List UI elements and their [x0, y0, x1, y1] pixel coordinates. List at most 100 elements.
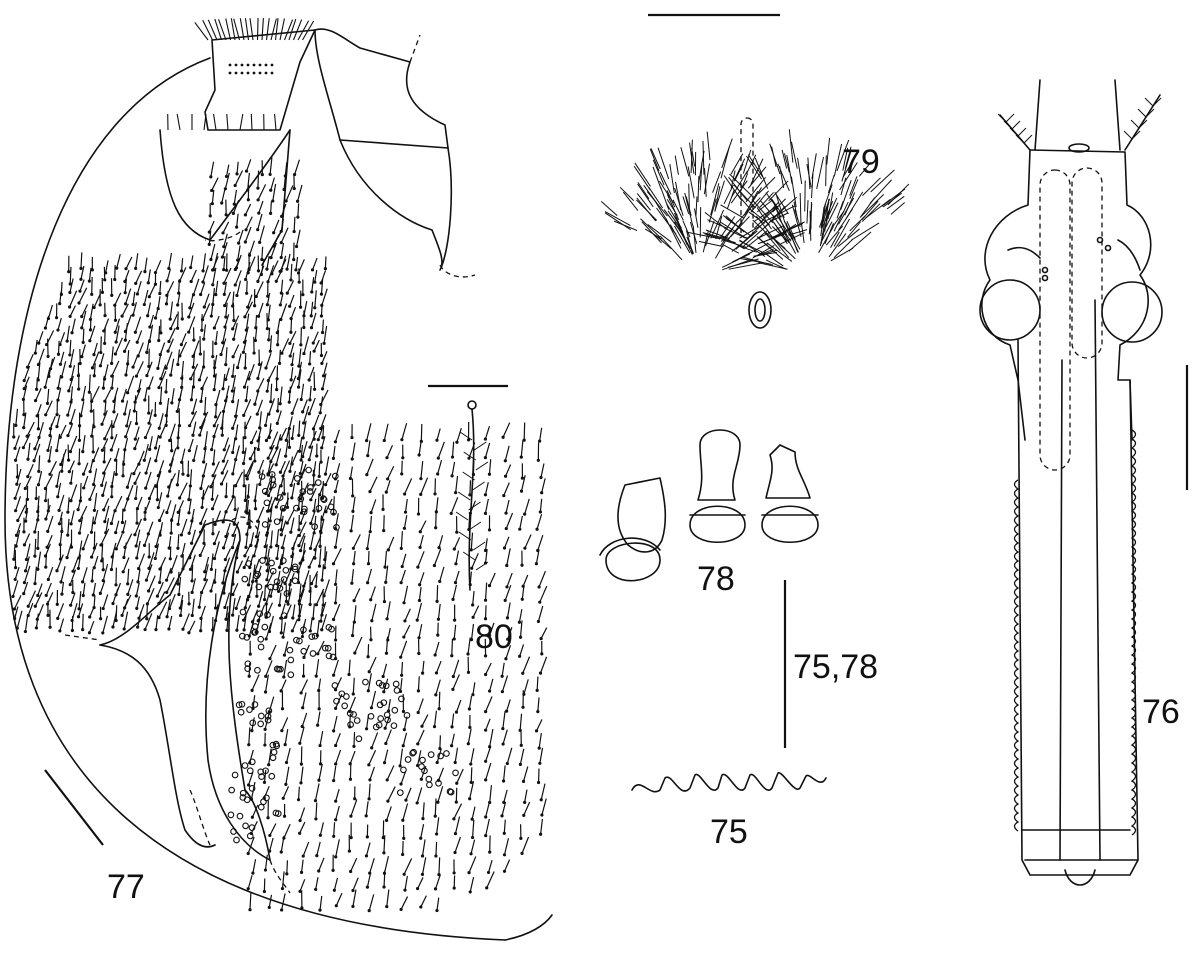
- seta-knob: [332, 779, 335, 782]
- seta: [383, 664, 386, 677]
- seta-knob: [298, 832, 301, 835]
- seta-knob: [383, 600, 386, 603]
- seta-knob: [199, 530, 202, 533]
- fig79-label: 79: [842, 145, 880, 179]
- pore: [351, 712, 357, 718]
- seta-knob: [317, 779, 320, 782]
- seta-knob: [384, 742, 387, 745]
- seta-knob: [315, 854, 318, 857]
- fan-seta: [828, 175, 834, 193]
- seta: [115, 496, 122, 511]
- seta-knob: [14, 578, 17, 581]
- seta-knob: [165, 579, 168, 582]
- seta: [17, 611, 22, 628]
- seta-knob: [484, 456, 487, 459]
- fan-seta: [787, 155, 792, 184]
- seta: [271, 531, 272, 548]
- seta: [166, 352, 172, 368]
- seta-knob: [198, 433, 201, 436]
- seta-knob: [302, 656, 305, 659]
- seta-knob: [269, 519, 272, 522]
- seta: [320, 896, 322, 910]
- seta-knob: [79, 278, 82, 281]
- seta: [311, 302, 312, 316]
- seta: [323, 320, 324, 333]
- seta-knob: [22, 446, 25, 449]
- seta-knob: [212, 268, 215, 271]
- seta-knob: [299, 819, 302, 822]
- seta: [137, 330, 141, 342]
- seta: [471, 840, 475, 854]
- seta-knob: [243, 386, 246, 389]
- seta: [385, 750, 388, 763]
- seta-knob: [523, 801, 526, 804]
- seta-knob: [169, 373, 172, 376]
- seta-knob: [540, 813, 543, 816]
- seta-knob: [102, 607, 105, 610]
- seta: [258, 507, 264, 521]
- seta-knob: [143, 303, 146, 306]
- seta-knob: [231, 389, 234, 392]
- seta-knob: [403, 873, 406, 876]
- seta: [58, 483, 61, 497]
- seta-knob: [419, 905, 422, 908]
- seta-knob: [455, 441, 458, 444]
- seta-knob: [143, 518, 146, 521]
- seta-knob: [46, 614, 49, 617]
- seta-knob: [382, 885, 385, 888]
- seta-knob: [124, 435, 127, 438]
- seta: [418, 676, 419, 691]
- pore: [269, 560, 275, 566]
- seta-knob: [192, 459, 195, 462]
- seta-knob: [66, 414, 69, 417]
- seta: [417, 788, 422, 803]
- seta: [287, 860, 288, 874]
- seta-knob: [231, 451, 234, 454]
- seta-knob: [404, 511, 407, 514]
- seta-knob: [37, 427, 40, 430]
- seta: [310, 587, 311, 604]
- seta-knob: [403, 728, 406, 731]
- seta-knob: [334, 762, 337, 765]
- seta: [259, 591, 263, 606]
- seta-knob: [56, 495, 59, 498]
- seta-knob: [301, 293, 304, 296]
- seta-knob: [369, 511, 372, 514]
- seta-knob: [100, 423, 103, 426]
- seta: [336, 789, 339, 801]
- fan-seta: [826, 155, 827, 186]
- seta: [334, 716, 337, 731]
- seta-knob: [253, 403, 256, 406]
- seta: [451, 497, 458, 513]
- seta: [274, 220, 279, 233]
- pore: [247, 707, 253, 713]
- fan-seta: [703, 141, 704, 175]
- seta: [60, 425, 66, 437]
- seta: [79, 591, 81, 609]
- seta-knob: [166, 495, 169, 498]
- seta: [149, 484, 155, 498]
- pore: [255, 667, 261, 673]
- dot: [235, 72, 238, 75]
- fig76-eye-left: [980, 280, 1040, 340]
- seta: [89, 268, 91, 281]
- seta-knob: [158, 519, 161, 522]
- seta-knob: [302, 436, 305, 439]
- seta: [369, 784, 370, 799]
- seta-knob: [253, 459, 256, 462]
- seta-knob: [99, 351, 102, 354]
- seta: [540, 586, 547, 602]
- seta: [282, 893, 285, 909]
- seta-knob: [91, 366, 94, 369]
- seta: [367, 873, 370, 888]
- seta-knob: [147, 281, 150, 284]
- bristle: [251, 114, 252, 130]
- seta-knob: [35, 497, 38, 500]
- seta-knob: [417, 512, 420, 515]
- seta: [400, 749, 402, 766]
- seta-knob: [210, 448, 213, 451]
- fig77-dash-1: [410, 35, 420, 62]
- bristle: [258, 18, 259, 40]
- seta-knob: [369, 598, 372, 601]
- seta: [418, 877, 423, 888]
